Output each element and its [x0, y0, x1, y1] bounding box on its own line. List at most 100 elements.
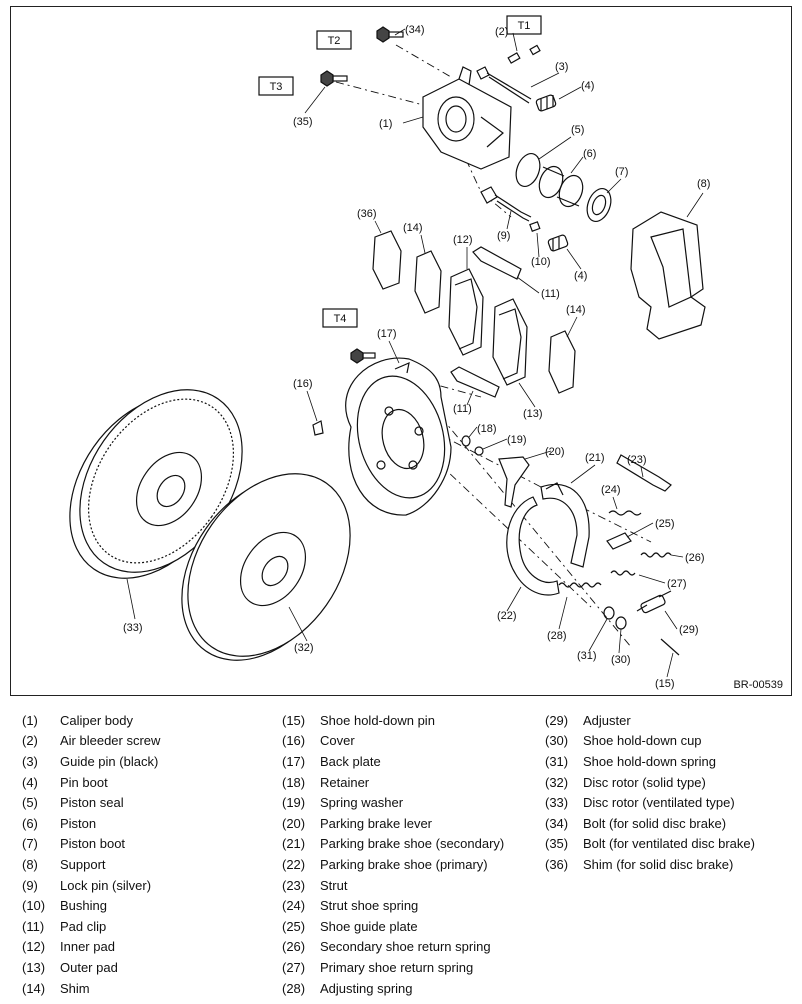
exploded-view-diagram: T1 T2 T3 T4: [10, 6, 792, 696]
legend-number: (27): [282, 959, 306, 975]
callout-32: (32): [294, 642, 314, 654]
callout-14-right: (14): [566, 304, 586, 316]
legend-number: (30): [545, 733, 569, 749]
legend-item: (16) Cover: [282, 731, 504, 752]
torque-tag-t4: T4: [322, 308, 358, 328]
disc-rotor-solid-part: [181, 473, 351, 661]
callout-33: (33): [123, 622, 143, 634]
callout-6: (6): [583, 148, 596, 160]
callout-16: (16): [293, 378, 313, 390]
legend-label: Shoe hold-down spring: [583, 753, 716, 769]
callout-31: (31): [577, 650, 597, 662]
callout-24: (24): [601, 484, 621, 496]
pad-clip-part: [450, 246, 522, 398]
parking-brake-shoe-primary-part: [506, 496, 560, 596]
legend-label: Bolt (for solid disc brake): [583, 815, 727, 831]
shim-solid-disc-part: [372, 230, 402, 290]
air-bleeder-screw-part: [507, 44, 541, 64]
legend-number: (12): [22, 939, 46, 955]
legend-number: (23): [282, 877, 306, 893]
callout-20: (20): [545, 446, 565, 458]
legend-number: (15): [282, 712, 306, 728]
legend-number: (25): [282, 918, 306, 934]
legend-item: (5)Piston seal: [22, 792, 160, 813]
callout-8: (8): [697, 178, 710, 190]
legend-item: (35)Bolt (for ventilated disc brake): [545, 834, 755, 855]
legend-label: Piston: [60, 815, 97, 831]
legend-label: Cover: [320, 733, 355, 749]
torque-tag-t2-label: T2: [328, 35, 341, 47]
inner-pad-part: [448, 268, 484, 356]
legend-label: Parking brake lever: [320, 815, 432, 831]
callout-3: (3): [555, 61, 568, 73]
back-plate-part: [345, 357, 452, 516]
legend-item: (36) Shim (for solid disc brake): [545, 854, 755, 875]
legend-number: (4): [22, 774, 38, 790]
callout-9: (9): [497, 230, 510, 242]
callout-35: (35): [293, 116, 313, 128]
torque-tag-t1: T1: [506, 15, 542, 35]
legend-item: (33) Disc rotor (ventilated type): [545, 792, 755, 813]
legend-column-1: (1)Caliper body (2)Air bleeder screw (3)…: [22, 710, 160, 998]
legend-item: (8)Support: [22, 854, 160, 875]
legend-label: Shim: [60, 980, 90, 996]
legend-label: Bushing: [60, 898, 107, 914]
legend-number: (35): [545, 836, 569, 852]
legend-label: Shoe hold-down cup: [583, 733, 702, 749]
legend-number: (16): [282, 733, 306, 749]
legend-item: (23)Strut: [282, 875, 504, 896]
primary-shoe-return-spring-part: [610, 570, 636, 576]
legend-item: (4)Pin boot: [22, 772, 160, 793]
legend-item: (9)Lock pin (silver): [22, 875, 160, 896]
piston-seal-part: [515, 152, 541, 188]
legend-item: (2)Air bleeder screw: [22, 731, 160, 752]
legend-number: (19): [282, 795, 306, 811]
legend-number: (21): [282, 836, 306, 852]
legend-label: Shoe guide plate: [320, 918, 418, 934]
legend-column-2: (15)Shoe hold-down pin (16)Cover (17)Bac…: [282, 710, 504, 998]
callout-1: (1): [379, 118, 392, 130]
callout-7: (7): [615, 166, 628, 178]
cover-part: [312, 420, 324, 436]
legend-number: (28): [282, 980, 306, 996]
legend-label: Spring washer: [320, 795, 404, 811]
legend-number: (33): [545, 795, 569, 811]
callout-labels: (1) (2) (3) (4) (5) (6) (7) (8) (9) (10)…: [123, 24, 710, 690]
legend-item: (14)Shim: [22, 978, 160, 999]
legend-number: (29): [545, 712, 569, 728]
legend-number: (20): [282, 815, 306, 831]
legend-number: (24): [282, 898, 306, 914]
callout-30: (30): [611, 654, 631, 666]
callout-26: (26): [685, 552, 705, 564]
callout-28: (28): [547, 630, 567, 642]
legend-label: Guide pin (black): [60, 753, 159, 769]
legend-label: Disc rotor (ventilated type): [583, 795, 735, 811]
legend-label: Parking brake shoe (primary): [320, 856, 488, 872]
legend-column-3: (29)Adjuster (30)Shoe hold-down cup (31)…: [545, 710, 755, 875]
legend-item: (22) Parking brake shoe (primary): [282, 854, 504, 875]
legend-label: Pad clip: [60, 918, 107, 934]
legend-label: Caliper body: [60, 712, 133, 728]
figure-code: BR-00539: [733, 679, 783, 691]
disc-rotor-ventilated-part: [69, 389, 243, 579]
legend-number: (10): [22, 898, 46, 914]
legend-number: (6): [22, 815, 38, 831]
legend-item: (27)Primary shoe return spring: [282, 957, 504, 978]
legend-label: Parking brake shoe (secondary): [320, 836, 505, 852]
torque-tag-t3-label: T3: [270, 81, 283, 93]
legend-number: (22): [282, 856, 306, 872]
torque-tag-t1-label: T1: [518, 20, 531, 32]
legend-item: (13)Outer pad: [22, 957, 160, 978]
legend-label: Shim (for solid disc brake): [583, 856, 734, 872]
callout-10: (10): [531, 256, 551, 268]
legend-item: (34)Bolt (for solid disc brake): [545, 813, 755, 834]
legend-item: (26)Secondary shoe return spring: [282, 937, 504, 958]
back-plate-bolt-part: [350, 348, 376, 364]
secondary-shoe-return-spring-part: [640, 552, 672, 558]
legend-item: (3)Guide pin (black): [22, 751, 160, 772]
retainer-part: [461, 435, 484, 456]
legend-item: (6) Piston: [22, 813, 160, 834]
legend-number: (36): [545, 856, 569, 872]
legend-label: Outer pad: [60, 959, 118, 975]
callout-29: (29): [679, 624, 699, 636]
